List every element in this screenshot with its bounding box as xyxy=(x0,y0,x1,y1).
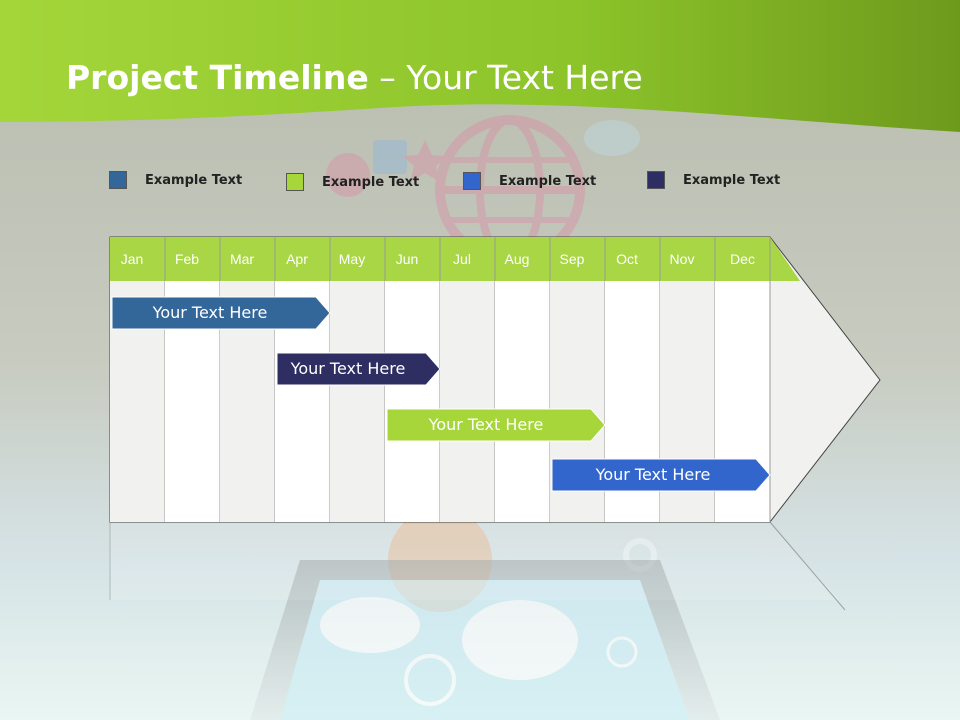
month-header: May xyxy=(338,251,366,267)
task-label: Your Text Here xyxy=(152,303,268,322)
month-header: Jun xyxy=(395,251,419,267)
legend-item: Example Text xyxy=(109,171,242,189)
month-header: Dec xyxy=(730,251,755,267)
legend-item: Example Text xyxy=(286,173,419,191)
legend-swatch xyxy=(109,171,127,189)
month-column xyxy=(495,281,550,522)
month-header: Apr xyxy=(286,251,308,267)
legend-swatch xyxy=(463,172,481,190)
legend-item: Example Text xyxy=(463,172,596,190)
legend-label: Example Text xyxy=(683,172,781,188)
month-header: Feb xyxy=(174,251,200,267)
month-header: Nov xyxy=(669,251,695,267)
task-arrow xyxy=(551,458,771,492)
month-column xyxy=(440,281,495,522)
task-arrow xyxy=(276,352,441,386)
tablet-graphic xyxy=(250,560,720,720)
month-header: Jul xyxy=(453,251,471,267)
legend-label: Example Text xyxy=(499,173,597,189)
legend-swatch xyxy=(286,173,304,191)
month-header: Mar xyxy=(229,251,255,267)
task-arrow xyxy=(111,296,331,330)
month-header: Jan xyxy=(120,251,144,267)
task-arrow xyxy=(386,408,606,442)
legend-item: Example Text xyxy=(647,171,780,189)
month-column xyxy=(385,281,440,522)
month-column xyxy=(330,281,385,522)
legend-label: Example Text xyxy=(322,174,420,190)
task-label: Your Text Here xyxy=(428,415,544,434)
page-title: Project Timeline – Your Text Here xyxy=(66,58,643,97)
title-rest: – Your Text Here xyxy=(368,58,643,97)
legend-label: Example Text xyxy=(145,172,243,188)
title-bold: Project Timeline xyxy=(66,58,369,97)
task-label: Your Text Here xyxy=(290,359,406,378)
month-header: Aug xyxy=(504,251,530,267)
legend-swatch xyxy=(647,171,665,189)
task-label: Your Text Here xyxy=(595,465,711,484)
month-header: Oct xyxy=(616,251,638,267)
month-header: Sep xyxy=(559,251,585,267)
